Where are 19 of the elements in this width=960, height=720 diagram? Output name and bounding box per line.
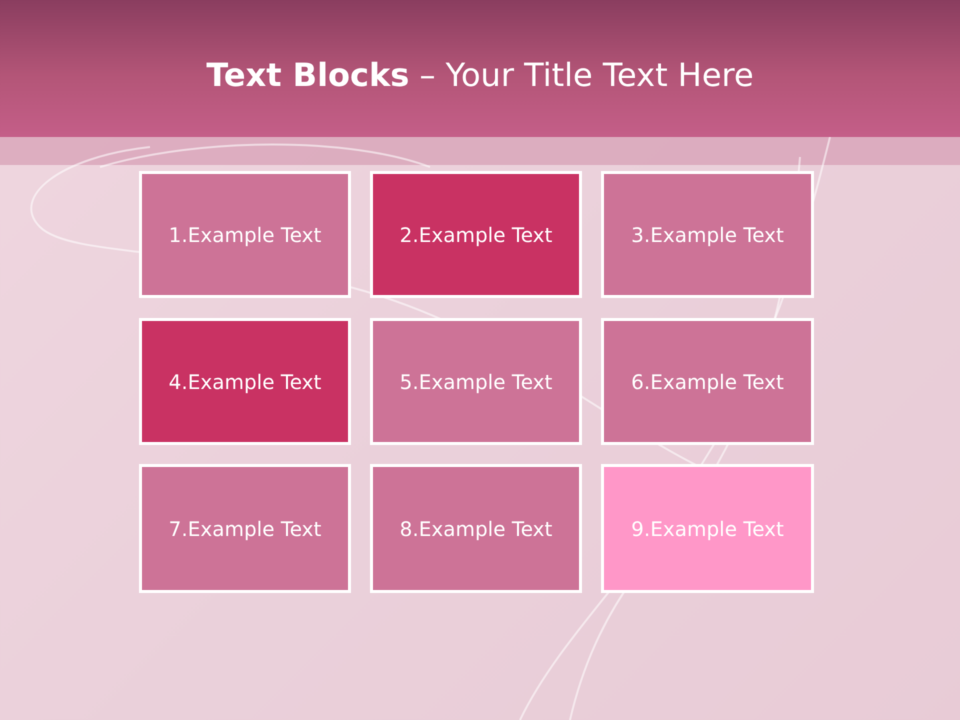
block-label: 3.Example Text <box>631 222 784 246</box>
block-label: 2.Example Text <box>400 222 552 246</box>
block-label: 6.Example Text <box>631 370 784 394</box>
block-label: 5.Example Text <box>400 370 552 394</box>
text-block <box>601 318 814 445</box>
text-block <box>601 464 814 593</box>
text-block <box>370 464 582 593</box>
block-label: 1.Example Text <box>168 222 322 246</box>
block-label: 9.Example Text <box>631 516 784 540</box>
text-block <box>370 318 582 445</box>
block-label: 8.Example Text <box>400 516 552 540</box>
text-block <box>139 318 351 445</box>
text-block <box>601 171 814 298</box>
block-label: 7.Example Text <box>168 516 322 540</box>
block-label: 4.Example Text <box>168 370 322 394</box>
text-block <box>139 171 351 298</box>
slide-title: Text Blocks – Your Title Text Here <box>205 55 755 96</box>
text-block <box>370 171 582 298</box>
text-block <box>139 464 351 593</box>
